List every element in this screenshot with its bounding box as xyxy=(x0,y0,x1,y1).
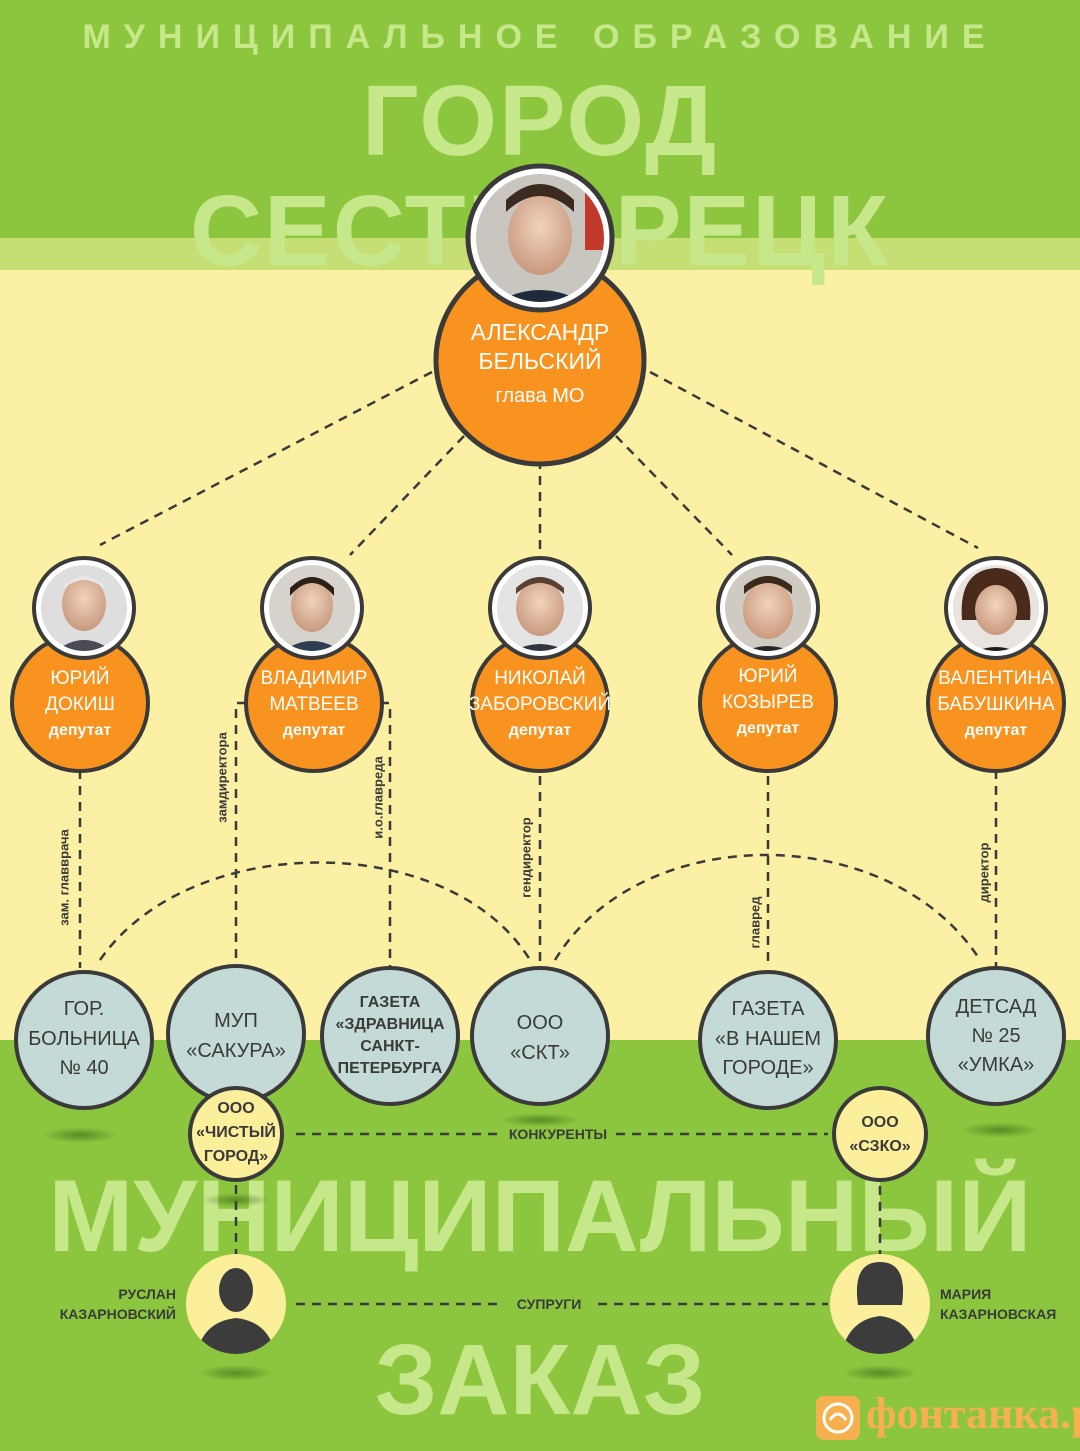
org-line4-2: ПЕТЕРБУРГА xyxy=(337,1060,443,1077)
deputy-last-1: МАТВЕЕВ xyxy=(269,694,359,715)
org-line1-1: МУП xyxy=(214,1010,258,1032)
org-line1-0: ГОР. xyxy=(63,998,105,1020)
company-node-chisty-gorod xyxy=(188,1086,284,1182)
connector-head-kozyrev xyxy=(615,435,733,556)
head-role: глава МО xyxy=(495,385,585,407)
org-line2-2: «ЗДРАВНИЦА xyxy=(335,1016,445,1033)
logo-mark xyxy=(816,1396,860,1440)
org-node-skt xyxy=(470,966,610,1106)
position-label-dokish: зам. главврача xyxy=(56,829,72,926)
header-subtitle: МУНИЦИПАЛЬНОЕ ОБРАЗОВАНИЕ xyxy=(82,18,998,56)
deputy-last-0: ДОКИШ xyxy=(45,694,115,715)
company-left-line2: «ЧИСТЫЙ xyxy=(196,1124,276,1141)
head-name-first: АЛЕКСАНДР xyxy=(470,319,610,345)
person-right-first: МАРИЯ xyxy=(940,1286,992,1302)
position-label-babushkina: директор xyxy=(976,842,992,903)
deputy-first-1: ВЛАДИМИР xyxy=(260,668,368,689)
deputy-last-2: ЗАБОРОВСКИЙ xyxy=(468,694,612,715)
deputy-first-4: ВАЛЕНТИНА xyxy=(938,668,1054,689)
footer-title-2: ЗАКАЗ xyxy=(374,1324,706,1436)
logo-text: фонтанка.ру xyxy=(866,1389,1080,1438)
org-node-zdravnitsa xyxy=(320,966,460,1106)
person-node-maria xyxy=(830,1254,930,1354)
person-node-ruslan xyxy=(186,1254,286,1354)
deputy-role-3: депутат xyxy=(736,720,800,737)
deputy-role-4: депутат xyxy=(964,722,1028,739)
org-line1-5: ДЕТСАД xyxy=(955,996,1037,1018)
deputy-nodes xyxy=(10,556,1066,773)
org-line2-0: БОЛЬНИЦА xyxy=(28,1028,140,1050)
company-right-line2: «СЗКО» xyxy=(849,1138,911,1155)
org-line1-3: ООО xyxy=(516,1012,564,1034)
org-line3-2: САНКТ- xyxy=(360,1038,420,1055)
head-connectors xyxy=(99,370,979,556)
org-line3-0: № 40 xyxy=(59,1057,109,1079)
deputy-node-zaborovsky xyxy=(470,556,610,773)
company-left-line1: ООО xyxy=(217,1100,255,1117)
org-node-v-nashem-gorode xyxy=(698,970,838,1110)
position-label-zaborovsky: гендиректор xyxy=(518,817,534,898)
person-right-last: КАЗАРНОВСКАЯ xyxy=(940,1306,1057,1322)
deputy-node-matveev xyxy=(244,556,384,773)
org-node-sakura xyxy=(166,964,306,1104)
org-line2-5: № 25 xyxy=(971,1025,1021,1047)
person-nodes xyxy=(186,1254,930,1354)
deputy-role-1: депутат xyxy=(282,722,346,739)
deputy-first-2: НИКОЛАЙ xyxy=(494,668,586,689)
deputy-first-0: ЮРИЙ xyxy=(50,668,110,689)
deputy-node-babushkina xyxy=(926,556,1066,773)
deputy-last-4: БАБУШКИНА xyxy=(937,694,1055,715)
org-arcs xyxy=(98,853,982,961)
person-left-first: РУСЛАН xyxy=(118,1286,176,1302)
org-nodes xyxy=(14,964,1066,1110)
arc-bolnitsa-skt xyxy=(98,861,532,961)
deputy-node-kozyrev xyxy=(698,556,838,773)
org-line2-3: «СКТ» xyxy=(510,1042,570,1064)
deputy-role-2: депутат xyxy=(508,722,572,739)
relation-competitors: КОНКУРЕНТЫ xyxy=(508,1126,608,1142)
deputy-node-dokish xyxy=(10,556,150,773)
org-line3-4: ГОРОДЕ» xyxy=(722,1057,814,1079)
connector-head-babushkina xyxy=(649,370,979,550)
position-label-kozyrev: главред xyxy=(747,896,763,949)
head-node xyxy=(433,163,647,467)
deputy-first-3: ЮРИЙ xyxy=(738,666,798,687)
org-node-bolnitsa xyxy=(14,970,154,1110)
position-label-matveev-gazeta: и.о.главреда xyxy=(370,756,386,839)
org-line1-4: ГАЗЕТА xyxy=(731,998,805,1020)
org-node-umka xyxy=(926,966,1066,1106)
position-label-matveev-mup: замдиректора xyxy=(214,732,230,823)
company-node-szko xyxy=(832,1086,928,1182)
head-name-last: БЕЛЬСКИЙ xyxy=(478,348,602,374)
node-shadows xyxy=(42,1113,1040,1381)
connector-head-dokish xyxy=(99,370,433,547)
connector-head-matveev xyxy=(349,435,465,556)
org-line3-5: «УМКА» xyxy=(957,1054,1035,1076)
relation-spouses: СУПРУГИ xyxy=(516,1296,582,1312)
deputy-last-3: КОЗЫРЕВ xyxy=(722,692,814,713)
org-line2-1: «САКУРА» xyxy=(186,1040,286,1062)
company-right-line1: ООО xyxy=(861,1114,899,1131)
arc-skt-umka xyxy=(553,853,982,961)
deputy-role-0: депутат xyxy=(48,722,112,739)
company-nodes xyxy=(188,1086,928,1182)
company-left-line3: ГОРОД» xyxy=(203,1148,269,1165)
org-line2-4: «В НАШЕМ xyxy=(714,1028,822,1050)
org-line1-2: ГАЗЕТА xyxy=(359,994,421,1011)
person-left-last: КАЗАРНОВСКИЙ xyxy=(59,1306,176,1322)
